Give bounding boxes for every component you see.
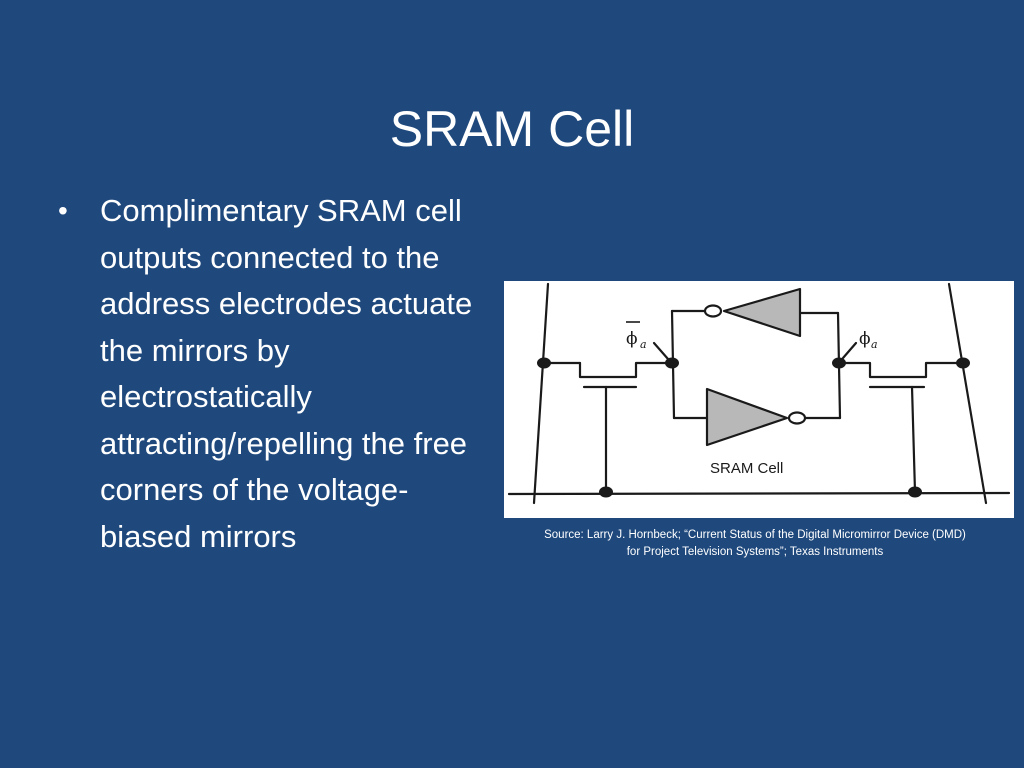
- left-bit-line: [532, 282, 550, 505]
- junction-dot: [908, 486, 922, 498]
- junction-dot: [537, 357, 551, 369]
- junction-dot: [599, 486, 613, 498]
- right-gate-lead: [910, 385, 917, 494]
- top-inverter: [722, 287, 802, 338]
- bottom-inverter-bubble: [787, 411, 807, 425]
- left-transistor-channel: [578, 361, 672, 379]
- phi-bar-symbol: ϕ: [626, 329, 638, 349]
- sram-circuit-svg: ϕ a ϕ a SRAM Cell: [507, 282, 1011, 505]
- bullet-text: Complimentary SRAM cell outputs connecte…: [100, 193, 473, 554]
- phi-leader: [841, 341, 858, 360]
- junction-dot: [832, 357, 846, 369]
- phi-bar-subscript: a: [640, 338, 647, 351]
- phi-subscript: a: [871, 338, 878, 351]
- bullet-dot: •: [58, 195, 68, 226]
- right-bit-line: [947, 282, 988, 505]
- phi-bar-leader: [652, 341, 670, 361]
- bullet-item: • Complimentary SRAM cell outputs connec…: [56, 188, 496, 560]
- junction-dot: [956, 357, 970, 369]
- phi-bar-label: ϕ a: [626, 321, 647, 351]
- junction-dot: [665, 357, 679, 369]
- bottom-inverter: [705, 387, 789, 447]
- phi-symbol: ϕ: [859, 329, 871, 349]
- slide-title: SRAM Cell: [389, 100, 635, 157]
- caption-line-1: Source: Larry J. Hornbeck; “Current Stat…: [544, 529, 966, 541]
- bullet-list: • Complimentary SRAM cell outputs connec…: [56, 188, 496, 560]
- figure-caption: Source: Larry J. Hornbeck; “Current Stat…: [504, 527, 1006, 561]
- junction-dots: [537, 357, 970, 498]
- phi-label: ϕ a: [859, 329, 878, 351]
- right-transistor-channel: [838, 361, 964, 379]
- sram-cell-label: SRAM Cell: [710, 460, 783, 477]
- sram-cell-diagram: ϕ a ϕ a SRAM Cell: [504, 281, 1014, 518]
- caption-line-2: for Project Television Systems”; Texas I…: [626, 546, 884, 558]
- top-inverter-bubble: [703, 304, 723, 318]
- bottom-rail: [507, 491, 1011, 496]
